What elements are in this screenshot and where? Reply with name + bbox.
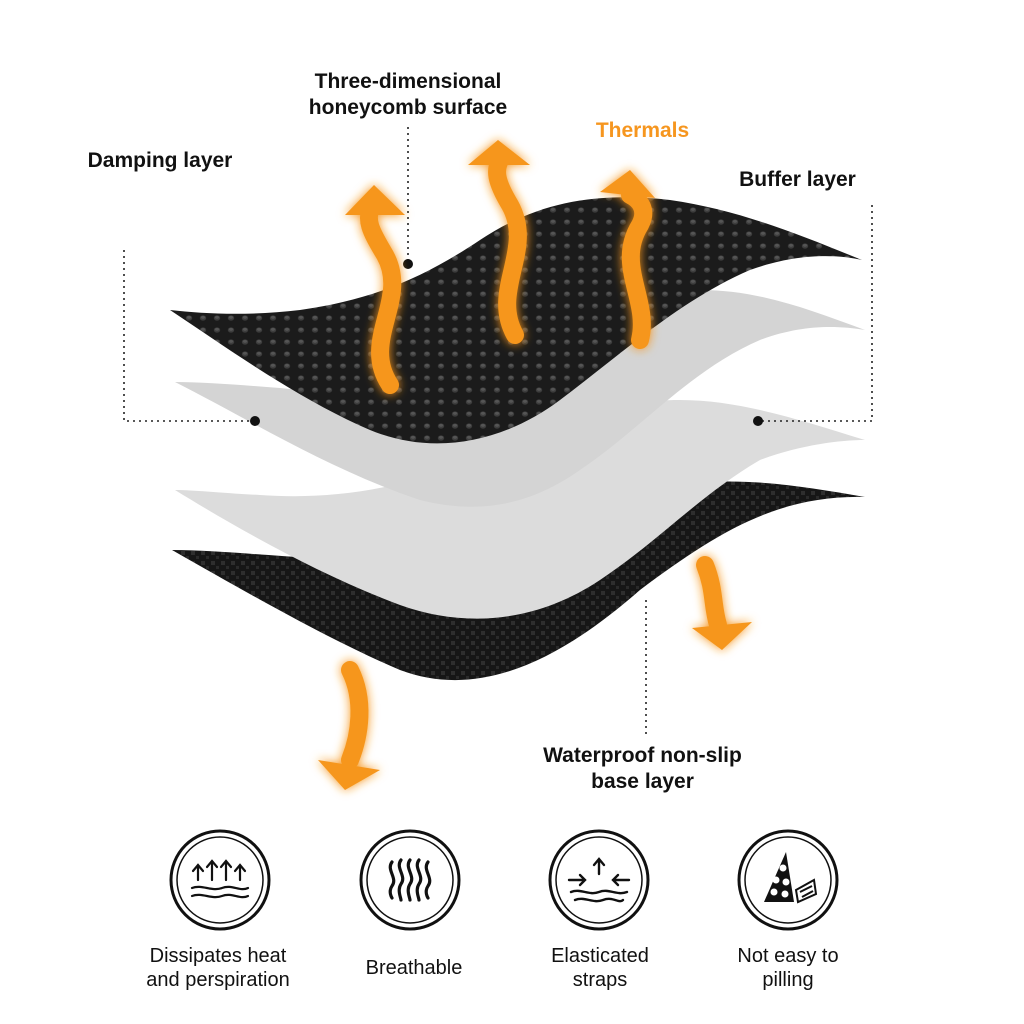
leader-lines [123,127,873,735]
feature-heat-line2: and perspiration [146,969,290,991]
breathable-waves-icon [358,828,462,932]
thermal-arrow-middle [468,140,530,344]
feature-pilling-line1: Not easy to [737,945,839,967]
feature-pilling-line2: pilling [762,969,814,991]
heat-rising-icon [168,828,272,932]
feature-caption-pilling: Not easy to pilling [688,944,888,992]
feature-elastic-line2: straps [572,969,628,991]
buffer-marker [753,416,763,426]
honeycomb-label-line1: Three-dimensional [314,70,502,93]
feature-heat-line1: Dissipates heat [149,945,287,967]
base-label-line1: Waterproof non-slip [543,744,742,767]
feature-caption-elastic: Elasticated straps [500,944,700,992]
feature-elastic-line1: Elasticated [551,945,649,967]
base-layer-label: Waterproof non-slip base layer [505,743,780,795]
anti-pilling-icon [736,828,840,932]
feature-caption-breathable: Breathable [314,956,514,980]
honeycomb-label-line2: honeycomb surface [308,96,508,119]
damping-marker [250,416,260,426]
thermal-arrows [318,140,752,790]
buffer-layer-lower [175,400,865,619]
elastic-straps-icon [547,828,651,932]
downward-arrow-right [692,556,752,650]
thermal-arrow-right [600,170,655,349]
feature-breathable-line1: Breathable [365,957,463,979]
damping-layer-label: Damping layer [87,149,233,172]
buffer-layer-label: Buffer layer [739,168,856,191]
feature-caption-heat: Dissipates heat and perspiration [118,944,318,992]
honeycomb-surface-label: Three-dimensional honeycomb surface [278,69,538,121]
thermals-label: Thermals [595,119,690,142]
honeycomb-marker [403,259,413,269]
thermal-arrow-left [345,185,405,394]
downward-arrow-left [318,661,380,790]
base-label-line2: base layer [591,770,694,793]
